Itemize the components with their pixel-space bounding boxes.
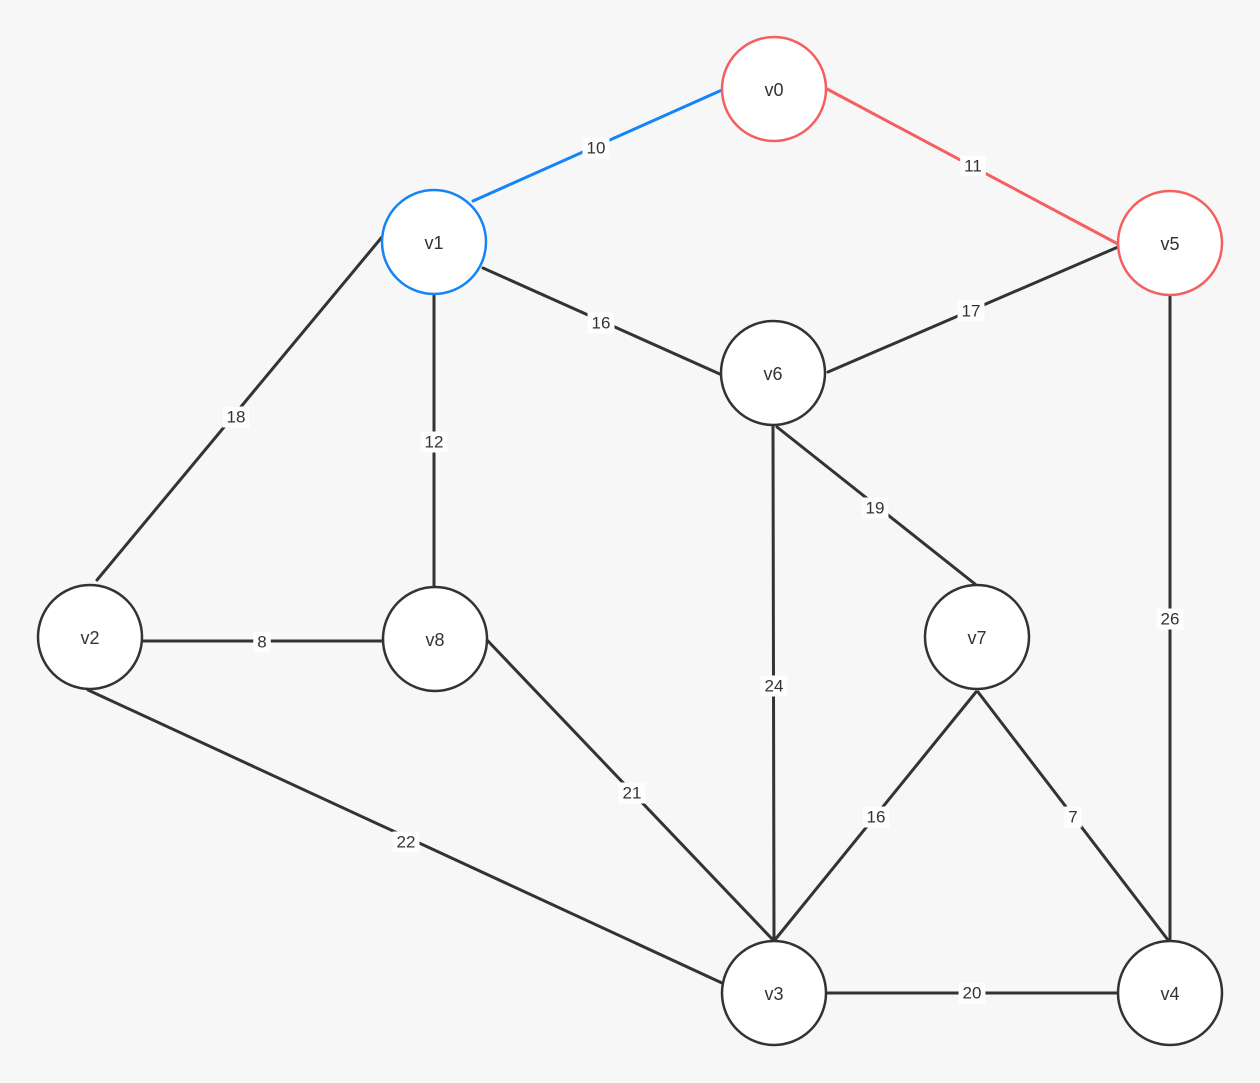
edge-weight-v0-v1: 10 (582, 137, 610, 159)
node-label-v7: v7 (967, 628, 986, 648)
node-label-v8: v8 (425, 630, 444, 650)
edge-weight-v7-v4: 7 (1064, 806, 1082, 828)
edge-weight-chip (957, 300, 985, 322)
edge-weight-v6-v3: 24 (760, 675, 788, 697)
edge-weight-chip (222, 406, 250, 428)
node-v3[interactable]: v3 (720, 939, 828, 1047)
edge-weight-v3-v4: 20 (958, 982, 986, 1004)
node-v1[interactable]: v1 (380, 188, 488, 296)
edge-weight-text: 24 (765, 677, 784, 696)
edge-weight-chip (587, 312, 615, 334)
edge-weight-chip (392, 831, 420, 853)
edge-weight-text: 19 (866, 499, 885, 518)
node-label-v1: v1 (424, 233, 443, 253)
edge-weight-chip (862, 806, 890, 828)
edge-weight-chip (618, 782, 646, 804)
edge-weight-v2-v8: 8 (253, 631, 271, 653)
edge-weight-text: 11 (964, 157, 982, 176)
node-v6[interactable]: v6 (719, 319, 827, 427)
edge-weight-text: 22 (397, 833, 416, 852)
node-label-v3: v3 (764, 984, 783, 1004)
node-circle-v7[interactable] (923, 583, 1031, 691)
node-circle-v2[interactable] (36, 583, 144, 691)
edge-weight-chip (760, 675, 788, 697)
edge-weight-text: 18 (227, 408, 246, 427)
edge-weight-v0-v5: 11 (960, 155, 986, 177)
node-label-v4: v4 (1160, 984, 1179, 1004)
edge-weight-chip (958, 982, 986, 1004)
node-label-v6: v6 (763, 364, 782, 384)
node-circle-v5[interactable] (1116, 189, 1224, 297)
node-v4[interactable]: v4 (1116, 939, 1224, 1047)
node-v5[interactable]: v5 (1116, 189, 1224, 297)
edge-weight-v5-v6: 17 (957, 300, 985, 322)
node-circle-v3[interactable] (720, 939, 828, 1047)
edge-weight-chip (960, 155, 986, 177)
node-v8[interactable]: v8 (381, 585, 489, 693)
edge-weight-v5-v4: 26 (1156, 608, 1184, 630)
edge-weight-v2-v3: 22 (392, 831, 420, 853)
edge-weight-chip (420, 431, 448, 453)
node-circle-v6[interactable] (719, 319, 827, 427)
node-circle-v1[interactable] (380, 188, 488, 296)
node-label-v2: v2 (80, 628, 99, 648)
node-v0[interactable]: v0 (720, 35, 828, 143)
node-circle-v0[interactable] (720, 35, 828, 143)
edge-weight-text: 12 (425, 433, 444, 452)
edge-weight-v1-v2: 18 (222, 406, 250, 428)
node-label-v5: v5 (1160, 234, 1179, 254)
node-circle-v4[interactable] (1116, 939, 1224, 1047)
edge-weight-chip (582, 137, 610, 159)
edge-weight-chip (1064, 806, 1082, 828)
edge-weight-v1-v6: 16 (587, 312, 615, 334)
edge-weight-text: 17 (962, 302, 981, 321)
edge-weight-text: 10 (587, 139, 606, 158)
node-circle-v8[interactable] (381, 585, 489, 693)
edge-weight-v1-v8: 12 (420, 431, 448, 453)
edge-weight-chip (861, 497, 889, 519)
edge-weight-text: 7 (1068, 808, 1077, 827)
edge-weight-v8-v3: 21 (618, 782, 646, 804)
edge-weight-text: 21 (623, 784, 642, 803)
edge-weight-v7-v3: 16 (862, 806, 890, 828)
node-v2[interactable]: v2 (36, 583, 144, 691)
edge-weight-chip (1156, 608, 1184, 630)
edge-weight-text: 8 (257, 633, 266, 652)
edge-weight-chip (253, 631, 271, 653)
edge-weight-text: 26 (1161, 610, 1180, 629)
edge-weight-v6-v7: 19 (861, 497, 889, 519)
edge-weight-text: 16 (592, 314, 611, 333)
edge-weight-text: 20 (963, 984, 982, 1003)
edge-weight-text: 16 (867, 808, 886, 827)
node-label-v0: v0 (764, 80, 783, 100)
node-v7[interactable]: v7 (923, 583, 1031, 691)
